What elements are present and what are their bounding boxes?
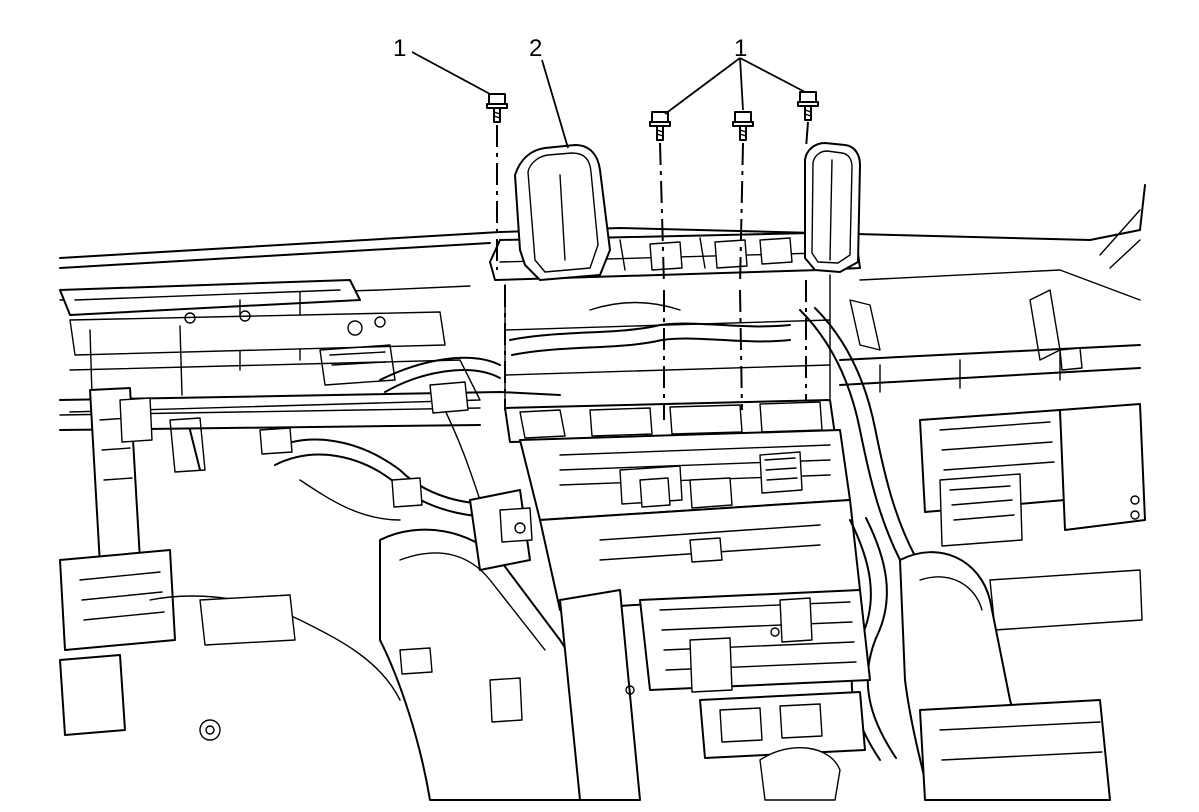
bolt-1a xyxy=(486,93,508,123)
defroster-duct xyxy=(489,142,861,281)
duct-to-module-outline xyxy=(504,274,831,409)
callout-1-left: 1 xyxy=(393,35,406,62)
right-dash-structure xyxy=(849,289,1146,631)
callout-1-right: 1 xyxy=(734,35,747,62)
bolt-1b xyxy=(649,111,671,141)
left-dash-panel xyxy=(59,279,481,413)
bolts xyxy=(486,91,819,141)
bolt-1c xyxy=(732,111,754,141)
callout-2: 2 xyxy=(529,35,542,62)
callout-labels: 1 2 1 xyxy=(393,35,747,62)
center-stack-support xyxy=(379,489,1111,801)
hvac-module xyxy=(504,399,861,611)
mounting-brackets xyxy=(119,397,813,723)
callout-leaders xyxy=(411,51,806,149)
installation-centerlines xyxy=(496,121,809,420)
bolt-1d xyxy=(797,91,819,121)
left-lower-structure xyxy=(59,387,401,741)
